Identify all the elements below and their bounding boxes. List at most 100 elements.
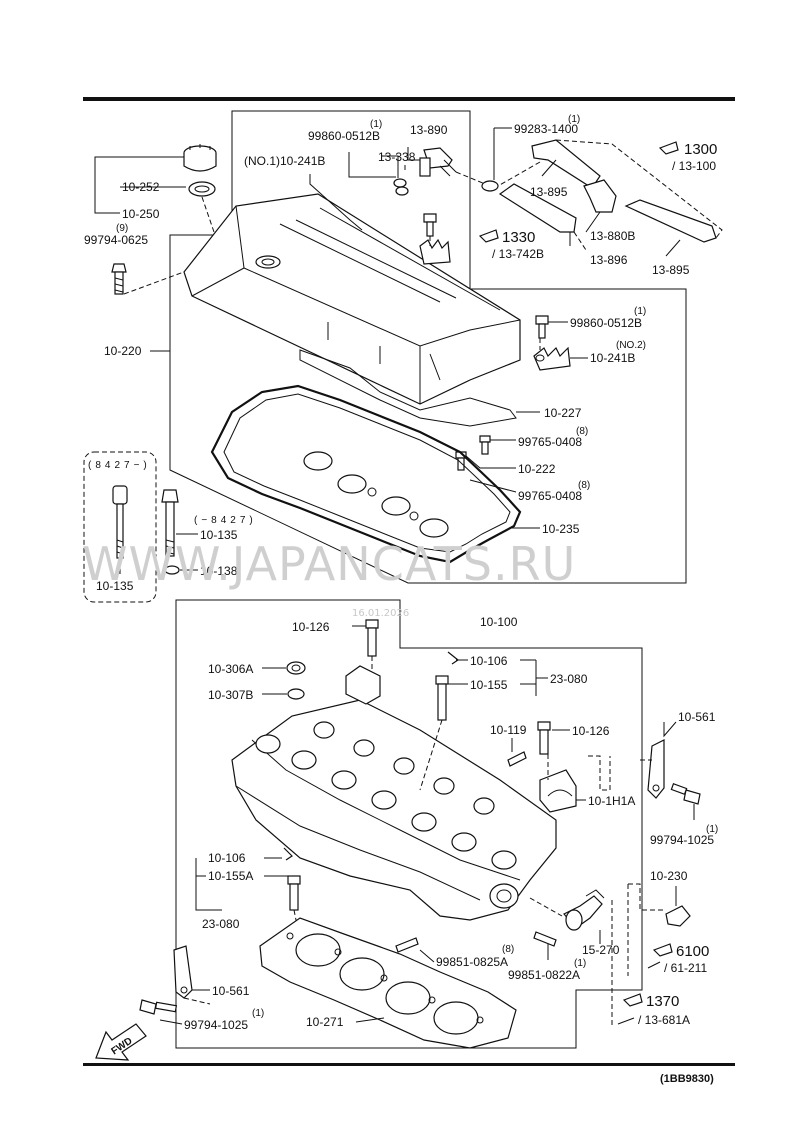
cover-group-border (169, 110, 687, 584)
stud-99851-0822a-icon (533, 931, 557, 947)
label-99860-0512b-top: 99860-0512B (308, 129, 380, 143)
label-8427-box: (8427−) (88, 460, 151, 471)
bolt-99794-0625-icon (111, 263, 127, 295)
baffle-no1-icon (419, 238, 451, 265)
valve-guide-10-155a-icon (283, 847, 301, 911)
plug-10-230-icon (665, 905, 691, 927)
head-bolt-new-icon (112, 485, 128, 559)
label-99860-0512b-mid: 99860-0512B (570, 316, 642, 330)
cylinder-head-cover-icon (183, 193, 521, 427)
grommet-13-338-icon (393, 178, 409, 196)
label-99283-1400-qty: (1) (568, 114, 580, 125)
watermark-date: 16.01.2026 (352, 608, 409, 619)
stud-10-119-icon (507, 751, 527, 767)
label-99765-0408-b: 99765-0408 (518, 489, 582, 503)
label-10-126-b: 10-126 (572, 724, 610, 738)
label-10-561-b: 10-561 (212, 984, 250, 998)
label-10-306a: 10-306A (208, 662, 253, 676)
head-cover-gasket-icon (210, 384, 522, 564)
ref-1300-icon (658, 141, 679, 155)
bracket-10-561-a-icon (647, 739, 665, 799)
label-no2: (NO.2) (616, 340, 646, 351)
label-99860-0512b-top-qty: (1) (370, 119, 382, 130)
label-10-135: 10-135 (200, 528, 238, 542)
cylinder-head-icon (231, 699, 557, 921)
label-99851-0825a: 99851-0825A (436, 955, 508, 969)
label-13-880b: 13-880B (590, 229, 635, 243)
label-10-227: 10-227 (544, 406, 582, 420)
ref-1370-icon (622, 993, 643, 1007)
ventilation-hose-icon (481, 139, 717, 243)
label-99794-1025-a-qty: (1) (706, 824, 718, 835)
bolt-99860-0512b-mid-icon (535, 315, 549, 339)
ref-1300-sub: / 13-100 (672, 159, 716, 173)
label-99765-0408-a-qty: (8) (576, 426, 588, 437)
label-10-235: 10-235 (542, 522, 580, 536)
head-bolt-old-icon (161, 489, 180, 575)
label-99860-0512b-mid-qty: (1) (634, 306, 646, 317)
bracket-10-561-b-icon (173, 945, 193, 999)
ref-6100-icon (652, 943, 673, 957)
label-99794-1025-b: 99794-1025 (184, 1018, 248, 1032)
bolt-10-126-a-icon (365, 619, 379, 657)
label-13-895-a: 13-895 (530, 185, 568, 199)
label-10-220: 10-220 (104, 344, 142, 358)
label-10-126-a: 10-126 (292, 620, 330, 634)
label-15-270: 15-270 (582, 943, 620, 957)
ref-1370-sub: / 13-681A (638, 1013, 690, 1027)
head-gasket-icon (259, 917, 517, 1049)
alt-part-box (83, 451, 157, 603)
label-10-307b: 10-307B (208, 688, 253, 702)
screw-99765-0408-icon (455, 435, 491, 471)
label-13-338: 13-338 (378, 150, 416, 164)
label-10-250: 10-250 (122, 207, 160, 221)
label-10-230: 10-230 (650, 869, 688, 883)
label-10-135-box: 10-135 (96, 579, 134, 593)
ref-6100-number: 6100 (676, 943, 709, 960)
footer-rule (83, 1063, 735, 1066)
label-8427-prev: (−8427) (194, 515, 257, 526)
label-99851-0822a-qty: (1) (574, 958, 586, 969)
water-outlet-15-270-icon (563, 889, 605, 931)
ref-1330-number: 1330 (502, 229, 535, 246)
ref-6100-sub: / 61-211 (664, 961, 707, 975)
stud-99851-0825a-icon (395, 937, 419, 953)
ref-1300-number: 1300 (684, 141, 717, 158)
bolt-99794-1025-b-icon (139, 999, 178, 1015)
ref-1330-icon (478, 229, 499, 243)
label-10-271: 10-271 (306, 1015, 344, 1029)
label-99794-1025-a: 99794-1025 (650, 833, 714, 847)
label-10-106-b: 10-106 (208, 851, 246, 865)
label-10-155a: 10-155A (208, 869, 253, 883)
label-10-155: 10-155 (470, 678, 508, 692)
baffle-no2-icon (533, 346, 571, 371)
label-10-106-a: 10-106 (470, 654, 508, 668)
ref-1330-sub: / 13-742B (492, 247, 544, 261)
oil-filler-cap-icon (183, 144, 217, 197)
label-99283-1400: 99283-1400 (514, 122, 578, 136)
header-rule (83, 97, 735, 101)
valve-guide-10-155-icon (435, 651, 460, 721)
label-10-241b-no2: 10-241B (590, 351, 635, 365)
pcv-valve-icon (419, 147, 457, 177)
label-10-100: 10-100 (480, 615, 518, 629)
label-99851-0825a-qty: (8) (502, 944, 514, 955)
label-23-080-b: 23-080 (202, 917, 240, 931)
watermark: WWW.JAPANCATS.RU (82, 537, 576, 591)
bolt-99794-1025-a-icon (670, 783, 701, 805)
label-10-222: 10-222 (518, 462, 556, 476)
label-no1-10-241b: (NO.1)10-241B (244, 154, 325, 168)
forward-arrow-icon (95, 1023, 147, 1061)
cam-cap-top-icon (345, 665, 381, 705)
label-10-138: 10-138 (200, 564, 238, 578)
label-99765-0408-a: 99765-0408 (518, 435, 582, 449)
label-99794-0625-qty: (9) (116, 223, 128, 234)
label-99794-0625: 99794-0625 (84, 233, 148, 247)
label-10-561-a: 10-561 (678, 710, 716, 724)
label-99794-1025-b-qty: (1) (252, 1008, 264, 1019)
label-13-890: 13-890 (410, 123, 448, 137)
head-group-border (175, 599, 643, 1049)
bolt-10-126-b-icon (537, 721, 551, 755)
label-23-080-a: 23-080 (550, 672, 588, 686)
